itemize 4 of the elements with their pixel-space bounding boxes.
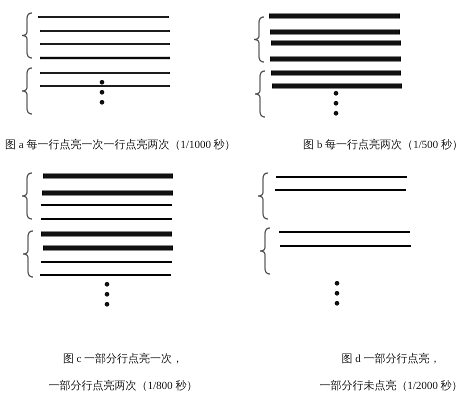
caption: 图 b 每一行点亮两次（1/500 秒） (303, 138, 463, 153)
caption: 图 c 一部分行点亮一次，一部分行点亮两次（1/800 秒） (48, 352, 198, 394)
caption: 图 d 一部分行点亮，一部分行未点亮（1/2000 秒） (319, 352, 463, 394)
caption: 图 a 每一行点亮一次一行点亮两次（1/1000 秒） (5, 138, 236, 153)
